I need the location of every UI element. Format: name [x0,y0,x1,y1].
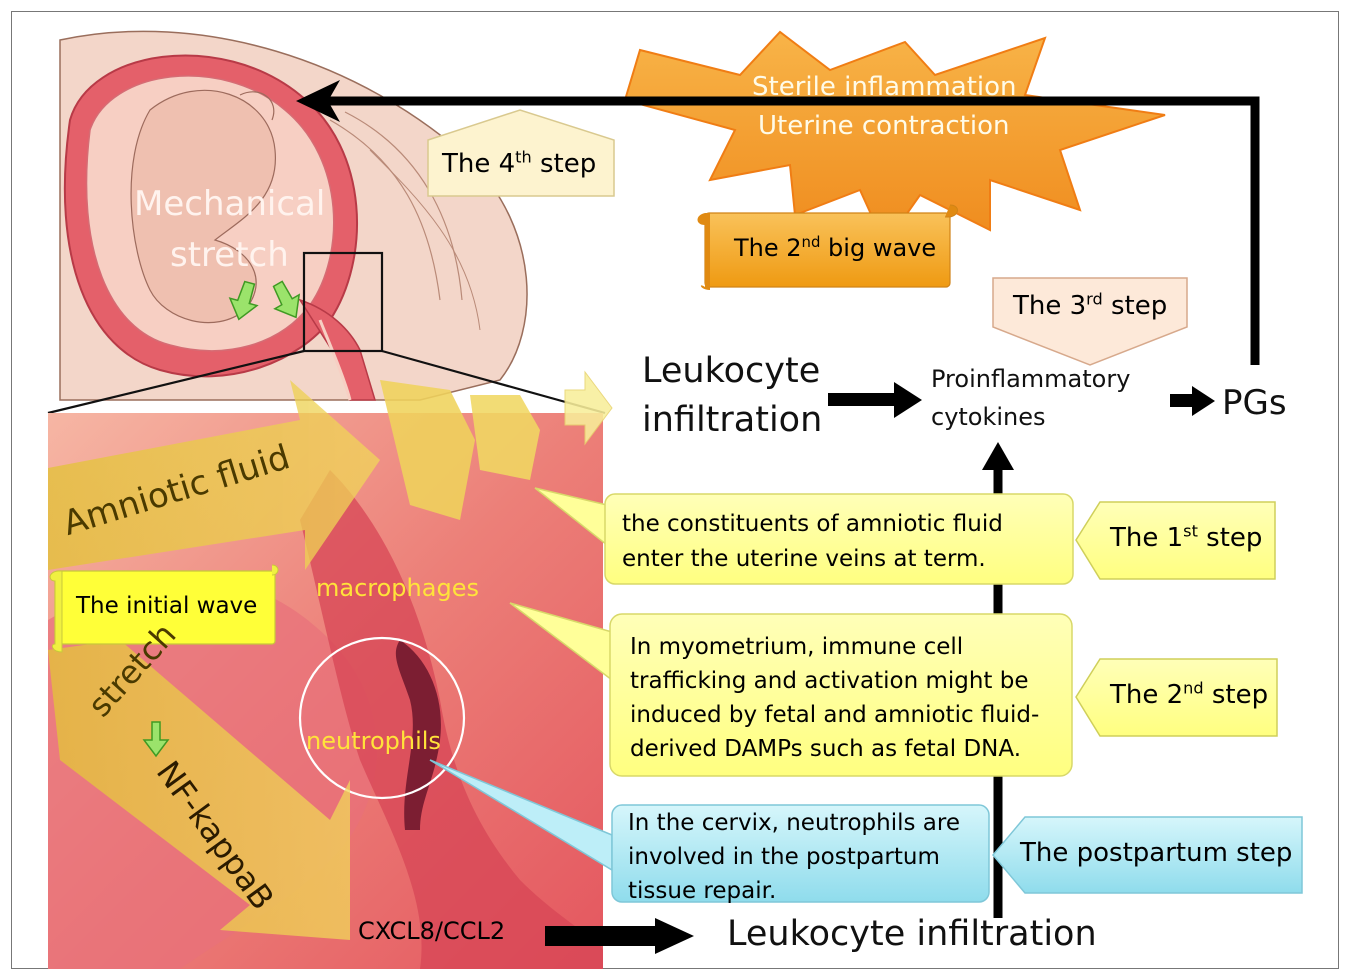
burst-line1: Sterile inflammation [752,73,1017,102]
arrow-right-icon [655,918,694,954]
macrophages-label: macrophages [316,575,479,602]
cytokines-label: cytokines [931,404,1046,431]
callout-text-1: the constituents of amniotic fluid enter… [622,507,1032,577]
arrow-right-icon [894,382,922,418]
proinflammatory-label: Proinflammatory [931,366,1130,393]
first-step-label: The 1st step [1110,524,1262,553]
arrowhead-up [982,442,1014,470]
cxcl-label: CXCL8/CCL2 [358,918,505,945]
leukocyte-label: Leukocyte [642,352,820,391]
initial-wave-label: The initial wave [76,594,257,620]
postpartum-step-label: The postpartum step [1020,839,1292,868]
chevron-arrow-2 [470,395,540,480]
third-step-label: The 3rd step [1013,292,1167,321]
second-step-label: The 2nd step [1110,681,1268,710]
mechanical-label: Mechanical [134,185,325,223]
fourth-step-label: The 4th step [442,150,596,179]
burst-line2: Uterine contraction [758,112,1009,141]
second-big-wave-label: The 2nd big wave [734,235,936,262]
arrow-right-icon [1192,386,1215,416]
leukocyte-bottom-label: Leukocyte infiltration [727,915,1097,954]
mechanical-stretch-label: stretch [170,236,289,274]
callout-text-2: In myometrium, immune cell trafficking a… [630,630,1050,766]
neutrophils-label: neutrophils [306,728,441,755]
callout-text-3: In the cervix, neutrophils are involved … [628,806,978,908]
pgs-label: PGs [1222,384,1287,422]
infiltration-label: infiltration [642,401,822,440]
